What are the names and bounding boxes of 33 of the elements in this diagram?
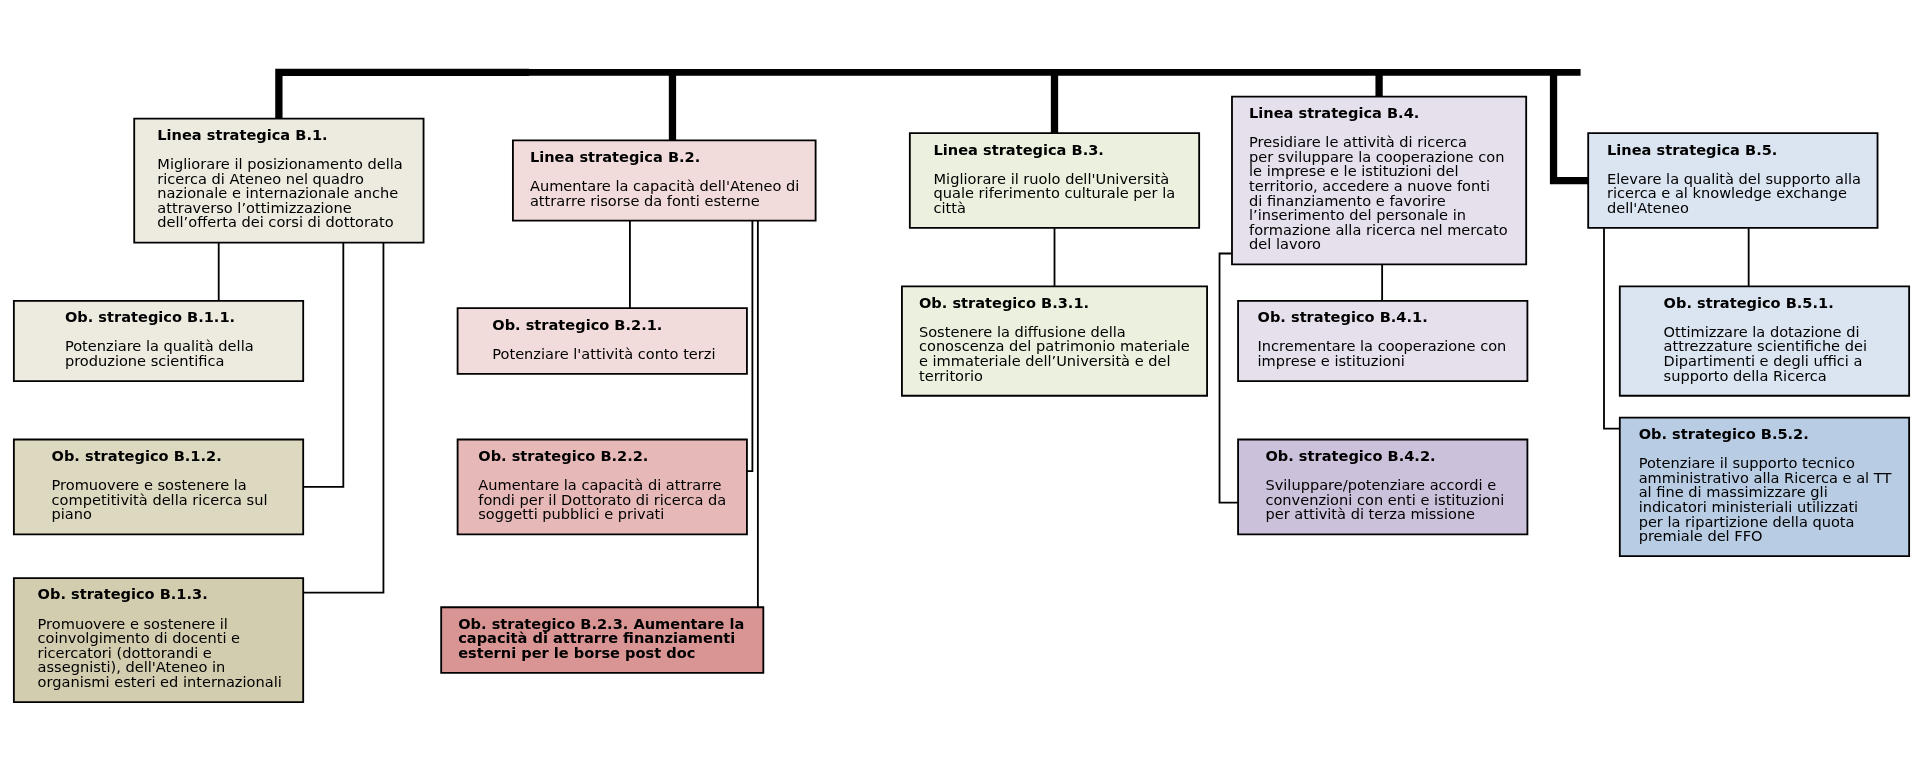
node-box: Linea strategica B.2. Aumentare la capacità dell'Ateneo di attrarre risorse da fonti esterne <box>511 139 817 222</box>
connector <box>301 241 344 488</box>
connector <box>302 241 384 594</box>
connector <box>274 68 529 118</box>
connector <box>668 74 676 140</box>
connector <box>745 219 753 472</box>
node-bar <box>527 68 1581 76</box>
connector <box>1218 252 1239 504</box>
connector <box>1374 74 1383 97</box>
node-box: Ob. strategico B.5.2. Potenziare il supporto tecnico amministrativo alla Ricerca e al TT al fine di massimizzare gli indicatori ministeriali utilizzati per la ripartizione della quota premiale del FFO <box>1618 416 1910 557</box>
connector <box>628 219 631 309</box>
connector <box>217 241 220 301</box>
node-box: Ob. strategico B.1.1. Potenziare la qualità della produzione scientifica <box>12 299 304 382</box>
node-box: Linea strategica B.5. Elevare la qualità del supporto alla ricerca e al knowledge exchange dell'Ateneo <box>1586 131 1878 229</box>
connector <box>1050 74 1058 133</box>
node-box: Linea strategica B.4. Presidiare le attività di ricerca per sviluppare la cooperazione con le imprese e le istituzioni del territorio, accedere a nuove fonti di finanziamento e favorire l’inserimento del personale in formazione alla ricerca nel mercato del lavoro <box>1230 95 1527 265</box>
node-box: Ob. strategico B.4.2. Sviluppare/potenziare accordi e convenzioni con enti e istituzioni per attività di terza missione <box>1236 438 1528 535</box>
connector <box>1380 263 1383 302</box>
connector <box>756 219 759 608</box>
connector <box>1747 226 1750 287</box>
node-box: Ob. strategico B.2.2. Aumentare la capacità di attrarre fondi per il Dottorato di ricerca da soggetti pubblici e privati <box>456 438 748 535</box>
node-box: Linea strategica B.3. Migliorare il ruolo dell'Università quale riferimento culturale per la città <box>908 131 1200 229</box>
node-box: Ob. strategico B.1.3. Promuovere e sostenere il coinvolgimento di docenti e ricercatori (dottorandi e assegnisti), dell'Ateneo in organismi esteri ed internazionali <box>12 576 304 703</box>
node-box: Ob. strategico B.5.1. Ottimizzare la dotazione di attrezzature scientifiche dei Dipartimenti e degli uffici a supporto della Ricerca <box>1618 284 1910 397</box>
node-box: Ob. strategico B.4.1. Incrementare la cooperazione con imprese e istituzioni <box>1236 299 1528 382</box>
node-box: Ob. strategico B.1.2. Promuovere e sostenere la competitività della ricerca sul piano <box>12 438 304 535</box>
connector <box>1549 74 1588 184</box>
connector <box>1053 226 1055 287</box>
node-box: Ob. strategico B.2.3. Aumentare la capacità di attrarre finanziamenti esterni per le borse post doc <box>439 605 764 674</box>
node-box: Linea strategica B.1. Migliorare il posizionamento della ricerca di Ateneo nel quadro nazionale e internazionale anche attraverso l’ottimizzazione dell’offerta dei corsi di dottorato <box>132 117 424 243</box>
node-box: Ob. strategico B.3.1. Sostenere la diffusione della conoscenza del patrimonio materiale e immateriale dell’Università e del territorio <box>900 284 1208 397</box>
node-box: Ob. strategico B.2.1. Potenziare l'attività conto terzi <box>456 306 748 375</box>
connector <box>1602 226 1620 429</box>
